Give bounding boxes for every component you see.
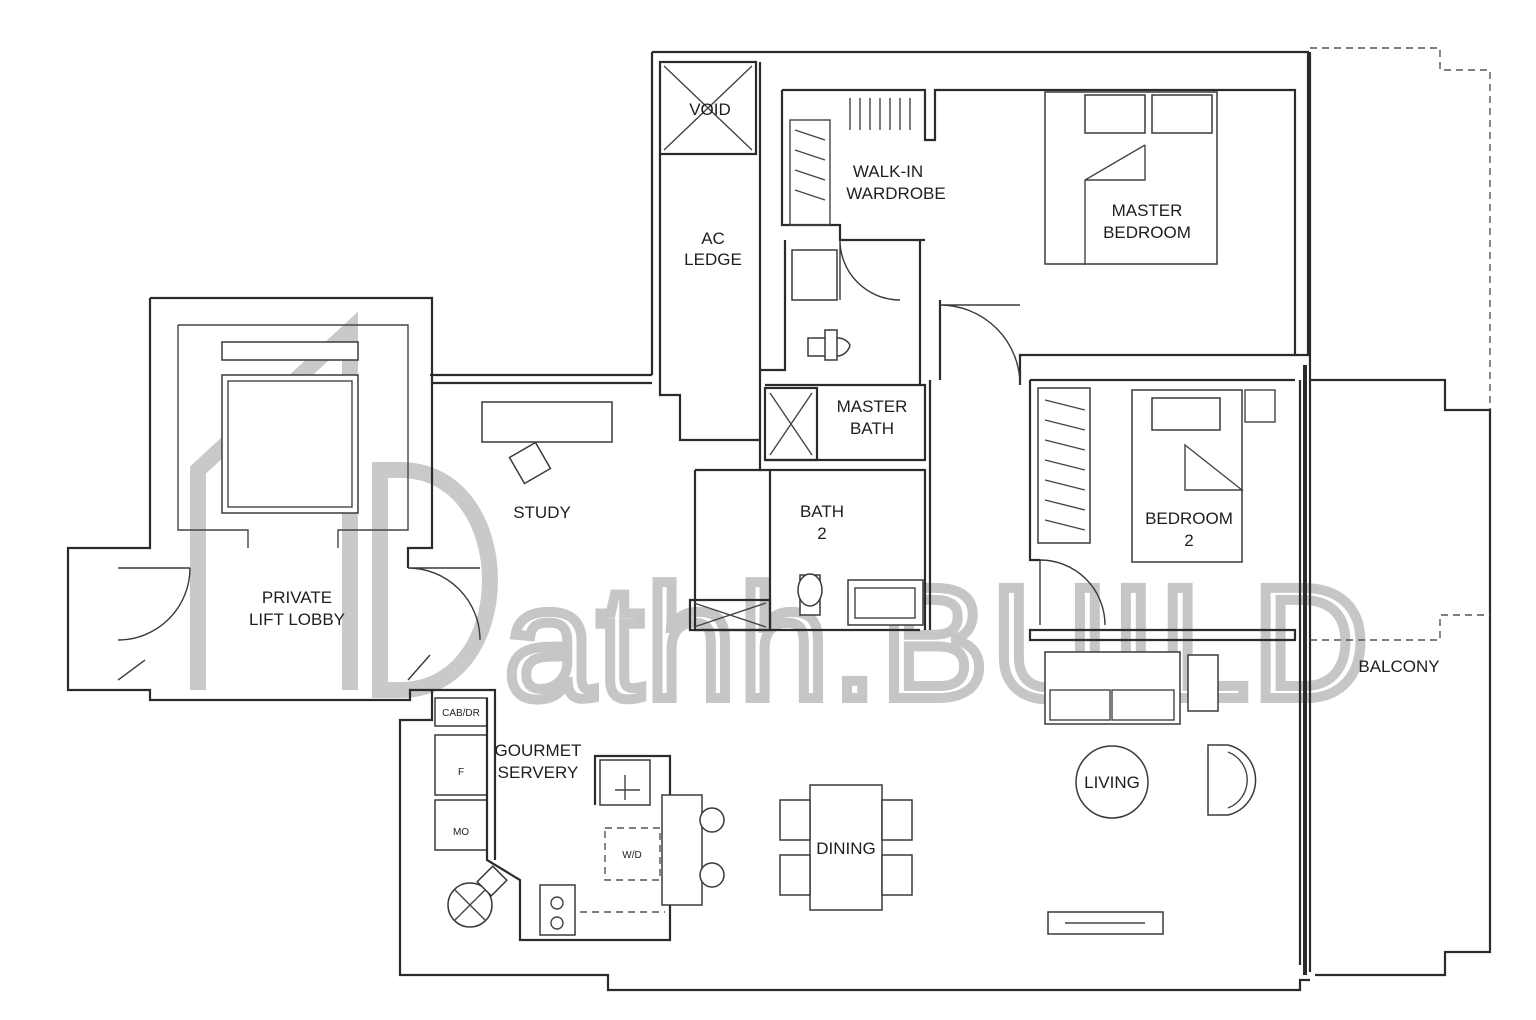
balcony-label: BALCONY — [1358, 657, 1439, 676]
bath-2-label-line1: BATH — [800, 502, 844, 521]
study-label: STUDY — [513, 503, 571, 522]
ac-ledge-label-line2: LEDGE — [684, 250, 742, 269]
ac-ledge-label-line1: AC — [701, 229, 725, 248]
exterior-walls — [66, 47, 1492, 992]
watermark-text: athh.BUILD — [505, 553, 1372, 732]
bedroom-2-label-line1: BEDROOM — [1145, 509, 1233, 528]
watermark: athh.BUILD — [190, 311, 1373, 737]
cabinet-dr-label: CAB/DR — [442, 708, 480, 719]
master-bedroom-label-line2: BEDROOM — [1103, 223, 1191, 242]
gourmet-servery-label-line1: GOURMET — [495, 741, 582, 760]
living-label: LIVING — [1084, 773, 1140, 792]
walk-in-wardrobe-label-line2: WARDROBE — [846, 184, 946, 203]
doors — [117, 239, 1106, 681]
room-labels: VOID AC LEDGE WALK-IN WARDROBE MASTER BE… — [249, 100, 1440, 861]
master-bedroom-label-line1: MASTER — [1112, 201, 1183, 220]
washer-dryer-label: W/D — [622, 850, 641, 861]
microwave-label: MO — [453, 827, 469, 838]
gourmet-servery-label-line2: SERVERY — [498, 763, 579, 782]
private-lift-lobby-label-line1: PRIVATE — [262, 588, 332, 607]
master-bath-label-line2: BATH — [850, 419, 894, 438]
walk-in-wardrobe-label-line1: WALK-IN — [853, 162, 923, 181]
bedroom-2-label-line2: 2 — [1184, 531, 1193, 550]
interior-walls — [432, 60, 1297, 942]
void-label: VOID — [689, 100, 731, 119]
dining-label: DINING — [816, 839, 876, 858]
bath-2-label-line2: 2 — [817, 524, 826, 543]
master-bath-label-line1: MASTER — [837, 397, 908, 416]
fridge-label: F — [458, 767, 464, 778]
private-lift-lobby-label-line2: LIFT LOBBY — [249, 610, 345, 629]
